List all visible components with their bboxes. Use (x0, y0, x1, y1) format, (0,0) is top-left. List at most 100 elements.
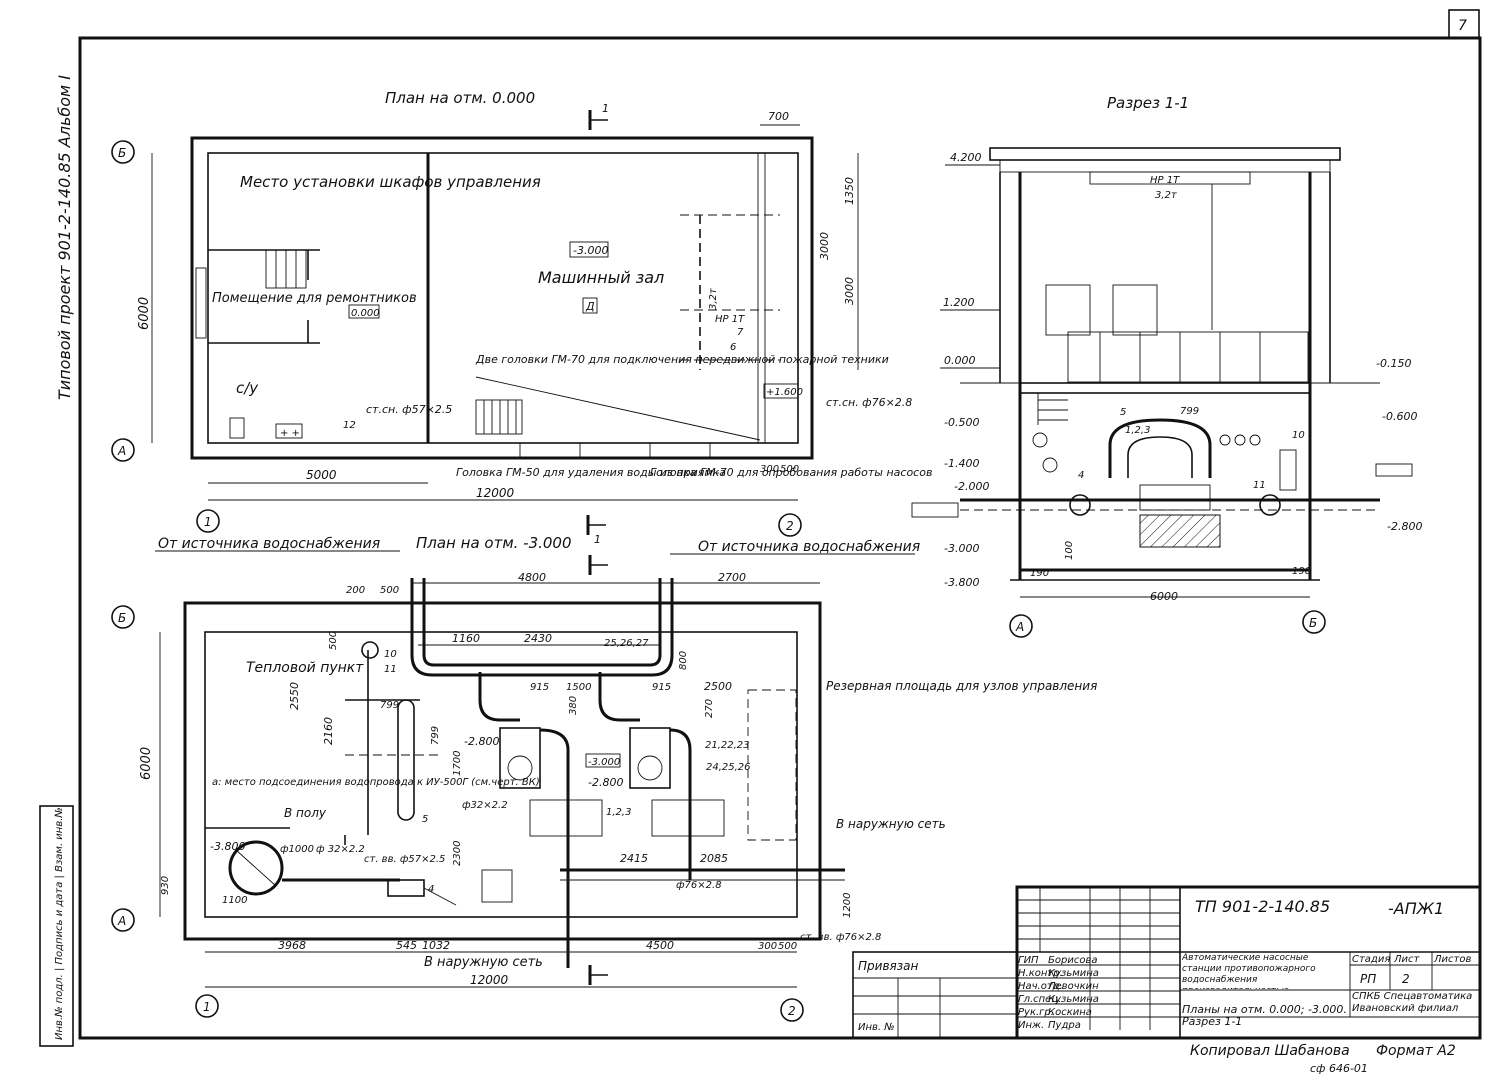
svg-text:1350: 1350 (843, 177, 856, 205)
svg-text:Н.контр.: Н.контр. (1018, 968, 1063, 979)
svg-text:-2.000: -2.000 (954, 480, 989, 493)
plan-top: План на отм. 0.000 + + (111, 89, 932, 537)
svg-text:10: 10 (384, 649, 397, 660)
svg-text:6000: 6000 (139, 747, 154, 780)
room-wc: с/у (236, 379, 259, 397)
svg-text:3000: 3000 (818, 232, 831, 260)
svg-text:3968: 3968 (278, 939, 306, 952)
plan-bottom-title: План на отм. -3.000 (416, 534, 572, 552)
svg-text:1100: 1100 (222, 895, 247, 906)
drawing-name: Планы на отм. 0.000; -3.000. Разрез 1-1 (1182, 1004, 1347, 1028)
svg-text:Тепловой пункт: Тепловой пункт (246, 660, 364, 676)
svg-text:10: 10 (1292, 430, 1305, 441)
svg-text:1: 1 (602, 102, 609, 115)
svg-text:500: 500 (380, 585, 399, 596)
title-block: ТП 901-2-140.85 -АПЖ1 Привязан Инв. № ГИ… (852, 885, 1482, 1040)
svg-text:В наружную сеть: В наружную сеть (424, 955, 543, 970)
mark-1600: +1.600 (766, 387, 803, 398)
svg-text:6000: 6000 (1150, 590, 1178, 603)
svg-text:5: 5 (1120, 407, 1126, 418)
svg-text:а: место подсоединения водопро: а: место подсоединения водопровода к ИУ-… (212, 777, 540, 788)
pump-2 (629, 727, 671, 789)
plan-top-title: План на отм. 0.000 (385, 89, 535, 107)
svg-text:ф32×2.2: ф32×2.2 (462, 800, 508, 811)
svg-text:ф 32×2.2: ф 32×2.2 (316, 844, 365, 855)
format: Формат А2 (1376, 1043, 1456, 1059)
svg-text:915: 915 (652, 682, 671, 693)
pump-foundation (1139, 514, 1221, 548)
svg-text:-3.000: -3.000 (588, 757, 620, 768)
plan-bottom-inner-wall (204, 631, 798, 918)
svg-text:Нач.отд.: Нач.отд. (1018, 981, 1063, 992)
svg-text:Коскина: Коскина (1048, 1007, 1092, 1018)
svg-text:25,26,27: 25,26,27 (604, 638, 649, 649)
svg-text:2: 2 (788, 1004, 796, 1018)
svg-text:1,2,3: 1,2,3 (1125, 425, 1150, 436)
svg-text:ф76×2.8: ф76×2.8 (676, 880, 722, 891)
toilet-icon (229, 417, 245, 439)
svg-text:200: 200 (346, 585, 365, 596)
room-control: Место установки шкафов управления (240, 173, 541, 191)
svg-text:-0.150: -0.150 (1376, 357, 1411, 370)
svg-text:В наружную сеть: В наружную сеть (836, 817, 946, 831)
svg-text:Б: Б (118, 611, 126, 625)
svg-text:12000: 12000 (470, 973, 509, 987)
svg-text:Инв. №: Инв. № (858, 1022, 895, 1033)
hall-mark: -3.000 (573, 244, 608, 257)
svg-text:5000: 5000 (306, 468, 337, 482)
svg-text:2550: 2550 (288, 682, 301, 710)
svg-text:Пудра: Пудра (1048, 1020, 1081, 1031)
svg-text:1: 1 (594, 533, 601, 546)
note-head-70-test: Головка ГМ-70 для опробования работы нас… (650, 466, 932, 479)
note-pipe-57: ст.сн. ф57×2.5 (366, 403, 452, 416)
svg-text:2430: 2430 (524, 632, 552, 645)
svg-text:2: 2 (786, 519, 794, 533)
svg-text:12: 12 (343, 420, 356, 431)
svg-text:190: 190 (1030, 568, 1049, 579)
svg-text:0.000: 0.000 (944, 354, 976, 367)
svg-text:2085: 2085 (700, 852, 728, 865)
svg-text:5: 5 (422, 814, 428, 825)
svg-text:1: 1 (203, 1000, 211, 1014)
svg-text:3000: 3000 (843, 277, 856, 305)
svg-text:12000: 12000 (476, 486, 515, 500)
organization: СПКБ Спецавтоматика Ивановский филиал (1352, 991, 1473, 1014)
svg-text:799: 799 (1180, 406, 1199, 417)
svg-text:500: 500 (780, 464, 799, 475)
sink-icon (275, 423, 303, 439)
svg-text:6: 6 (730, 342, 736, 353)
svg-text:ст. вв. ф57×2.5: ст. вв. ф57×2.5 (364, 854, 445, 865)
note-pipe-76: ст.сн. ф76×2.8 (826, 396, 912, 409)
svg-text:1: 1 (204, 515, 212, 529)
svg-text:Кузьмина: Кузьмина (1048, 968, 1099, 979)
svg-text:Левочкин: Левочкин (1047, 981, 1099, 992)
page-number: 7 (1458, 18, 1467, 34)
tank (228, 840, 284, 896)
svg-text:2: 2 (1402, 972, 1410, 986)
svg-text:2700: 2700 (718, 571, 746, 584)
svg-text:-1.400: -1.400 (944, 457, 979, 470)
side-stamp-box (39, 805, 74, 1047)
plan-top-inner-wall (207, 152, 799, 444)
repair-mark: 0.000 (351, 308, 380, 319)
svg-text:ГИП: ГИП (1018, 955, 1039, 966)
drawing-suffix: -АПЖ1 (1388, 899, 1444, 918)
svg-text:1032: 1032 (422, 939, 450, 952)
svg-text:Рук.гр.: Рук.гр. (1018, 1007, 1054, 1018)
source-left: От источника водоснабжения (158, 536, 380, 552)
svg-text:500: 500 (328, 631, 339, 650)
svg-text:Лист: Лист (1393, 954, 1421, 965)
svg-text:4.200: 4.200 (950, 151, 982, 164)
svg-text:11: 11 (1253, 480, 1266, 491)
svg-text:1.200: 1.200 (943, 296, 975, 309)
radiator-icon (475, 399, 523, 435)
hall-category: Д (585, 300, 595, 313)
svg-text:1200: 1200 (842, 893, 853, 918)
svg-text:1,2,3: 1,2,3 (606, 807, 631, 818)
svg-text:-3.000: -3.000 (944, 542, 979, 555)
svg-text:ф1000: ф1000 (280, 844, 314, 855)
svg-text:1160: 1160 (452, 632, 480, 645)
svg-text:190: 190 (1292, 566, 1311, 577)
svg-text:Б: Б (1309, 616, 1317, 630)
